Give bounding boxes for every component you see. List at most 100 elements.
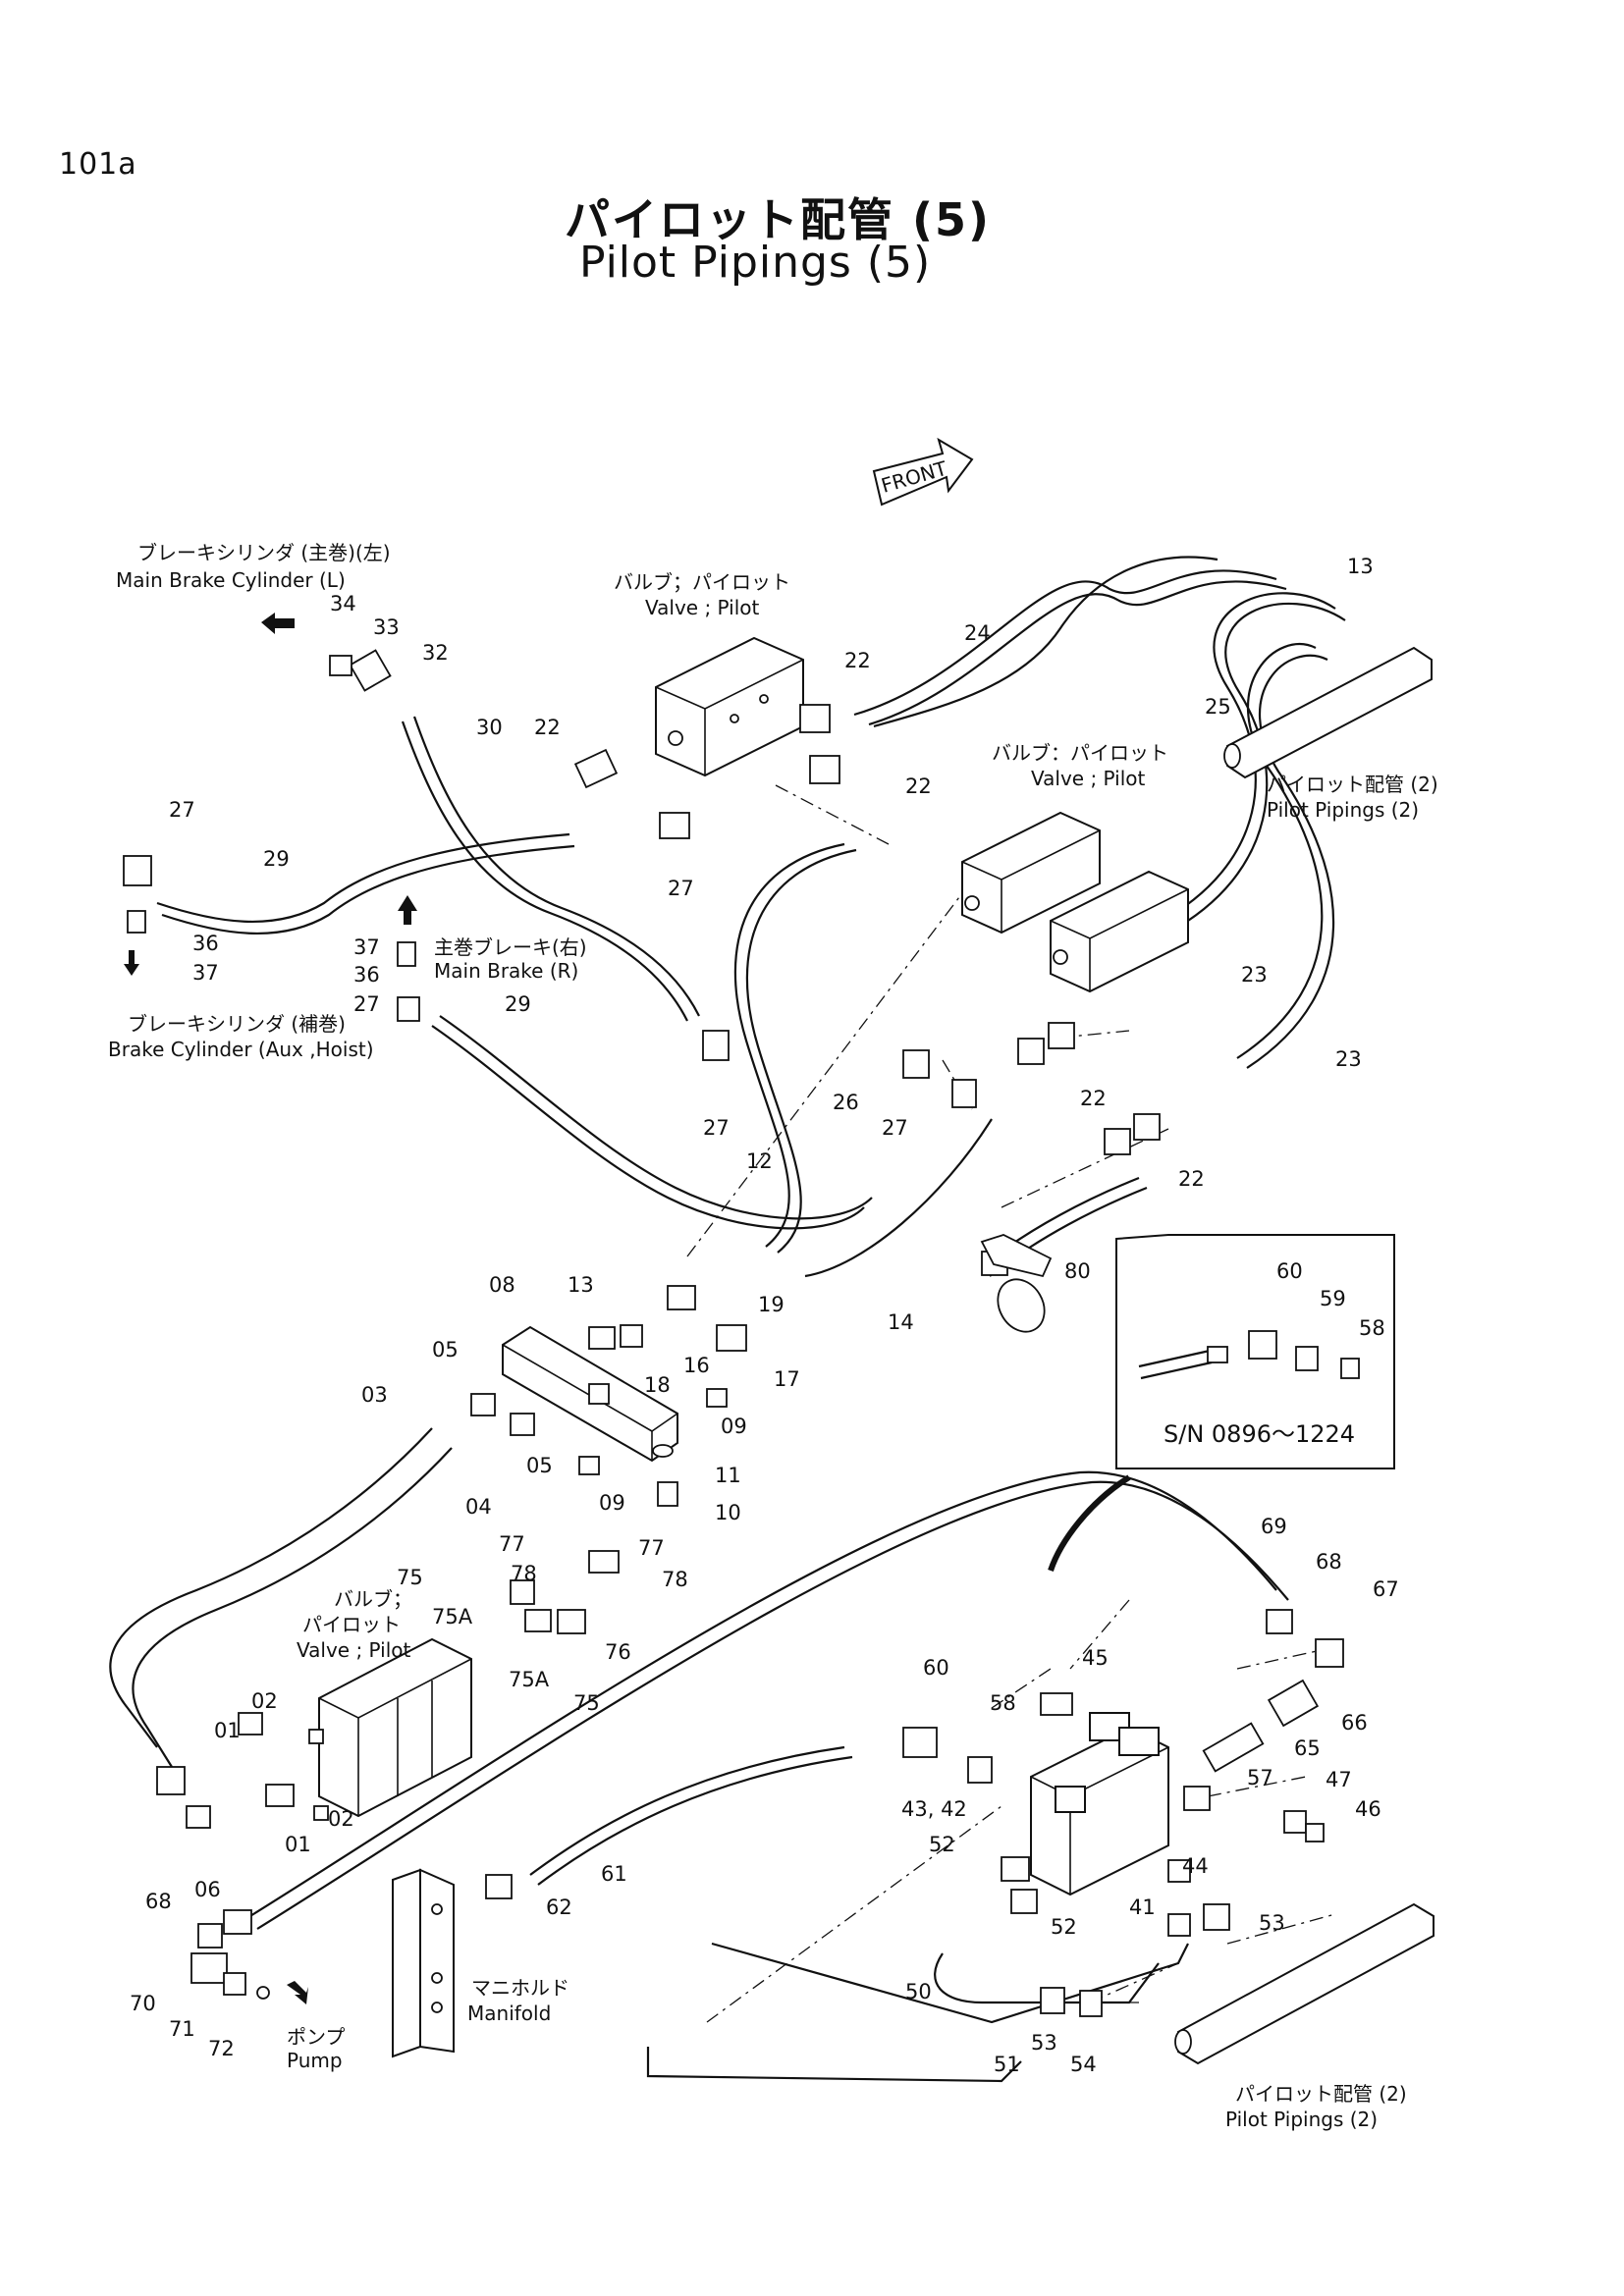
callout-45: 45 — [1082, 1646, 1109, 1670]
callout-65: 65 — [1294, 1736, 1321, 1760]
valve-pilot-3-en: Valve ; Pilot — [297, 1638, 411, 1662]
callout-41: 41 — [1129, 1896, 1156, 1919]
callout-69: 69 — [1261, 1515, 1287, 1538]
callout-04: 04 — [465, 1495, 492, 1519]
pump-en: Pump — [287, 2049, 343, 2072]
callout-58: 58 — [1359, 1316, 1385, 1340]
callout-22: 22 — [905, 774, 932, 798]
pilot-valve-middle — [961, 811, 1189, 993]
fittings — [123, 649, 1344, 2017]
callout-44: 44 — [1182, 1854, 1209, 1878]
main-brake-r-en: Main Brake (R) — [434, 959, 578, 983]
pipe-linework — [109, 556, 1346, 2083]
page-number: 101a — [59, 147, 137, 182]
callout-01: 01 — [285, 1833, 311, 1856]
callout-26: 26 — [833, 1091, 859, 1114]
callout-51: 51 — [994, 2053, 1020, 2076]
callout-33: 33 — [373, 615, 400, 639]
callout-03: 03 — [361, 1383, 388, 1407]
valve-pilot-1-ja: バルブ；パイロット — [614, 570, 790, 594]
callout-71: 71 — [169, 2017, 195, 2041]
callout-05: 05 — [526, 1454, 553, 1477]
callout-75: 75 — [397, 1566, 423, 1589]
callout-37: 37 — [192, 961, 219, 985]
callout-57: 57 — [1247, 1766, 1273, 1789]
callout-02: 02 — [251, 1689, 278, 1713]
callout-19: 19 — [758, 1293, 785, 1316]
callout-11: 11 — [715, 1464, 741, 1487]
callout-02: 02 — [328, 1807, 354, 1831]
callout-09: 09 — [721, 1415, 747, 1438]
callout-24: 24 — [964, 621, 991, 645]
callout-70: 70 — [130, 1992, 156, 2015]
arrow-down-icon — [124, 950, 139, 976]
pilot-valve-bottom — [318, 1637, 472, 1818]
manifold-ja: マニホルド — [471, 1976, 569, 2000]
brake-cylinder-aux-en: Brake Cylinder (Aux ,Hoist) — [108, 1038, 374, 1061]
callout-77: 77 — [638, 1536, 665, 1560]
callout-75A: 75A — [509, 1668, 550, 1691]
callout-10: 10 — [715, 1501, 741, 1524]
callout-68: 68 — [145, 1890, 172, 1913]
arrow-right-icon — [287, 1981, 308, 2004]
callout-09: 09 — [599, 1491, 625, 1515]
callout-60: 60 — [1276, 1259, 1303, 1283]
callout-46: 46 — [1355, 1797, 1381, 1821]
callout-54: 54 — [1070, 2053, 1097, 2076]
page-title-english: Pilot Pipings (5) — [579, 238, 932, 288]
callout-22: 22 — [534, 716, 561, 739]
callout-36: 36 — [192, 932, 219, 955]
callout-27: 27 — [668, 877, 694, 900]
callout-58: 58 — [990, 1691, 1016, 1715]
pilot-pipings-2-top-ja: パイロット配管 (2) — [1267, 773, 1438, 796]
callout-34: 34 — [330, 592, 356, 615]
callout-27: 27 — [703, 1116, 730, 1140]
callout-52: 52 — [929, 1833, 955, 1856]
brake-cylinder-l-en: Main Brake Cylinder (L) — [116, 568, 346, 592]
callout-76: 76 — [605, 1640, 631, 1664]
callout-78: 78 — [662, 1568, 688, 1591]
callout-numbers: 13 24 22 25 22 30 22 32 33 34 27 29 36 3… — [130, 555, 1399, 2076]
callout-36: 36 — [353, 963, 380, 987]
pilot-pipings-2-bottom-ja: パイロット配管 (2) — [1235, 2082, 1407, 2106]
callout-75: 75 — [573, 1691, 600, 1715]
callout-27: 27 — [353, 992, 380, 1016]
callout-52: 52 — [1051, 1915, 1077, 1939]
arrow-left-icon — [261, 613, 295, 634]
main-brake-r-ja: 主巻ブレーキ(右) — [434, 935, 587, 959]
callout-53: 53 — [1031, 2031, 1057, 2055]
callout-22: 22 — [844, 649, 871, 672]
valve-pilot-2-ja: バルブ：パイロット — [992, 741, 1168, 765]
callout-22: 22 — [1178, 1167, 1205, 1191]
valve-pilot-3-ja-line2: パイロット — [302, 1613, 401, 1636]
callout-68: 68 — [1316, 1550, 1342, 1574]
brake-cylinder-aux-ja: ブレーキシリンダ (補巻) — [128, 1012, 346, 1036]
page-title-japanese: パイロット配管 (5) — [565, 193, 992, 246]
callout-32: 32 — [422, 641, 449, 665]
callout-05: 05 — [432, 1338, 459, 1362]
pilot-pipings-2-bottom-en: Pilot Pipings (2) — [1225, 2108, 1378, 2131]
callout-08: 08 — [489, 1273, 515, 1297]
pilot-valve-top — [655, 636, 804, 777]
callout-67: 67 — [1373, 1577, 1399, 1601]
callout-59: 59 — [1320, 1287, 1346, 1310]
callout-27: 27 — [882, 1116, 908, 1140]
callout-47: 47 — [1326, 1768, 1352, 1791]
manifold-en: Manifold — [467, 2002, 551, 2025]
brake-cylinder-l-ja: ブレーキシリンダ (主巻)(左) — [137, 541, 391, 564]
callout-18: 18 — [644, 1373, 671, 1397]
callout-13: 13 — [1347, 555, 1374, 578]
callout-62: 62 — [546, 1896, 572, 1919]
pump-ja: ポンプ — [287, 2025, 345, 2049]
callout-78: 78 — [511, 1562, 537, 1585]
callout-30: 30 — [476, 716, 503, 739]
callout-29: 29 — [505, 992, 531, 1016]
callout-12: 12 — [746, 1149, 773, 1173]
callout-60: 60 — [923, 1656, 949, 1680]
pilot-pipe-header-top — [1223, 646, 1433, 779]
callout-66: 66 — [1341, 1711, 1368, 1735]
arrow-up-icon — [398, 895, 417, 925]
callout-16: 16 — [683, 1354, 710, 1377]
